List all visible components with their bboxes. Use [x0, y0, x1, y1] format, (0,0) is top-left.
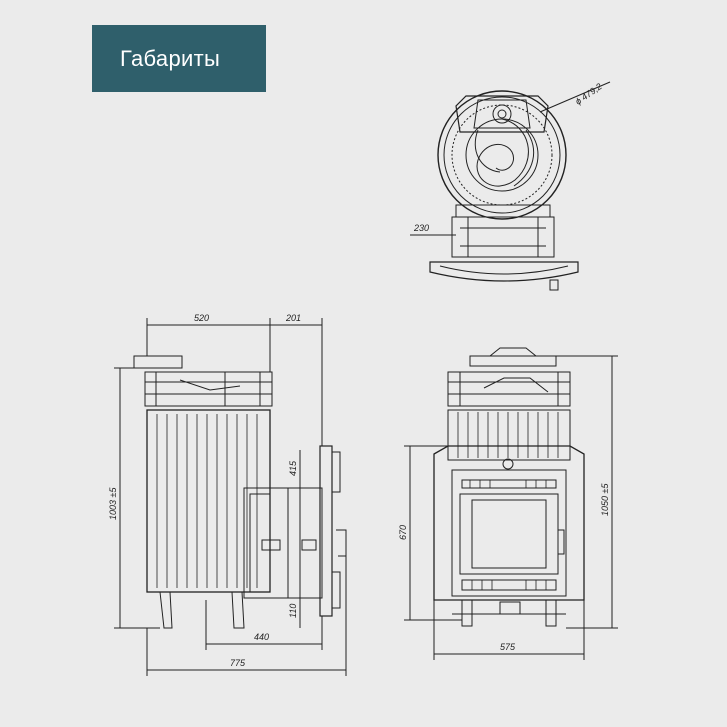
- title-banner: Габариты: [92, 25, 266, 92]
- dim-side-total-depth: 775: [230, 658, 246, 668]
- dim-front-door-height: 670: [398, 525, 408, 540]
- dim-side-tank-width: 201: [285, 313, 301, 323]
- dim-top-width: 230: [413, 223, 429, 233]
- dim-side-height: 1003 ±5: [108, 487, 118, 520]
- dim-front-height: 1050 ±5: [600, 483, 610, 516]
- side-view: [114, 318, 347, 676]
- dim-side-top-width: 520: [194, 313, 209, 323]
- dim-diameter: ϕ 479,2: [573, 81, 603, 106]
- dim-side-glass-height: 415: [288, 460, 298, 476]
- dim-side-depth-lower: 440: [254, 632, 269, 642]
- page-title: Габариты: [120, 45, 221, 71]
- top-view: [410, 81, 611, 291]
- front-view: [404, 347, 618, 660]
- dim-front-width: 575: [500, 642, 516, 652]
- dim-side-bottom-offset: 110: [288, 604, 298, 618]
